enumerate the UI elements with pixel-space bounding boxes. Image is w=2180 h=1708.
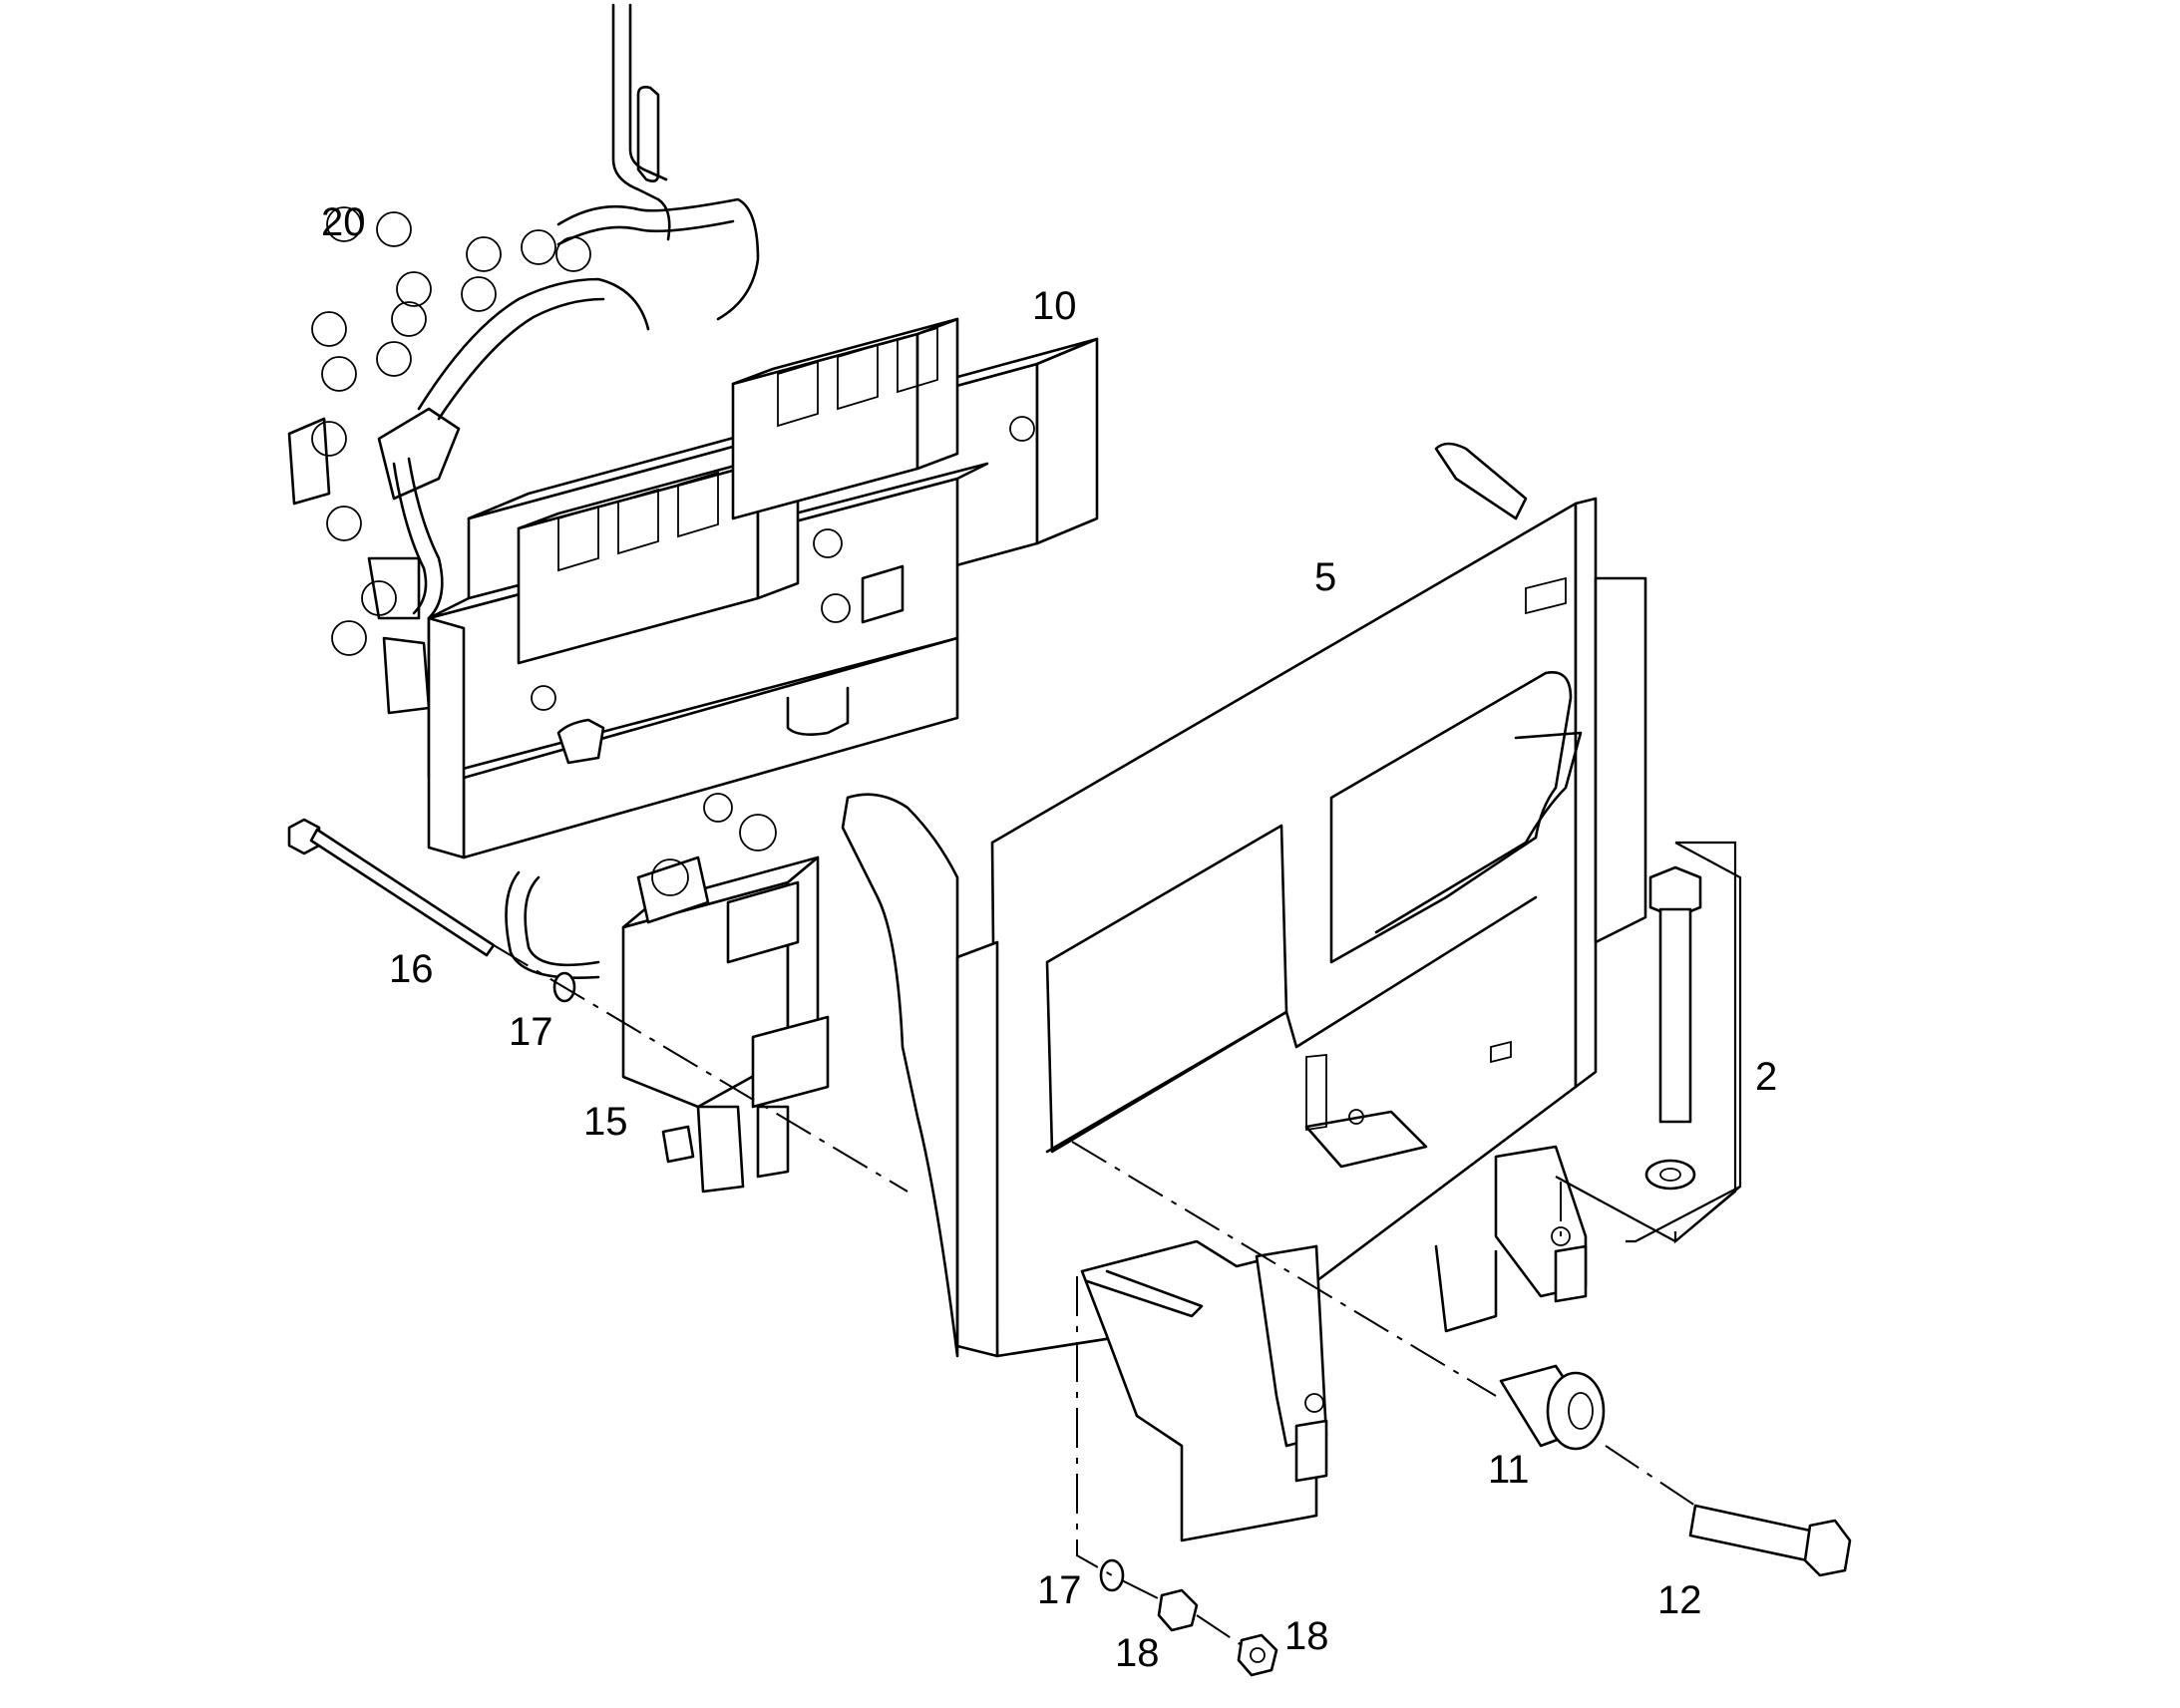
callout-18-right: 18 (1284, 1614, 1329, 1658)
assembly-center-lines (493, 944, 1696, 1646)
part-11-bushing (1499, 1364, 1606, 1451)
callout-16: 16 (389, 947, 434, 991)
callout-17-upper: 17 (509, 1010, 553, 1054)
callout-10: 10 (1032, 284, 1077, 328)
callout-5: 5 (1314, 555, 1336, 599)
part-12-bolt (1688, 1504, 1852, 1577)
callout-18-left: 18 (1115, 1631, 1160, 1675)
callout-11: 11 (1488, 1448, 1530, 1492)
callout-15: 15 (583, 1100, 628, 1144)
part-5-mounting-frame (841, 442, 1647, 1542)
callout-20: 20 (321, 200, 366, 244)
callout-12: 12 (1657, 1578, 1702, 1622)
callout-2: 2 (1755, 1055, 1777, 1099)
part-2-bolt (1644, 865, 1702, 1191)
part-15-secondary-valve (505, 793, 830, 1194)
part-20-fitting-cluster (287, 3, 760, 715)
part-2-bracket-frame (1555, 842, 1742, 1242)
part-17-18-lower-hardware (1099, 1558, 1278, 1677)
part-16-long-bolt (287, 818, 496, 957)
callout-17-lower: 17 (1037, 1568, 1082, 1612)
part-10-valve-block (427, 317, 1099, 859)
